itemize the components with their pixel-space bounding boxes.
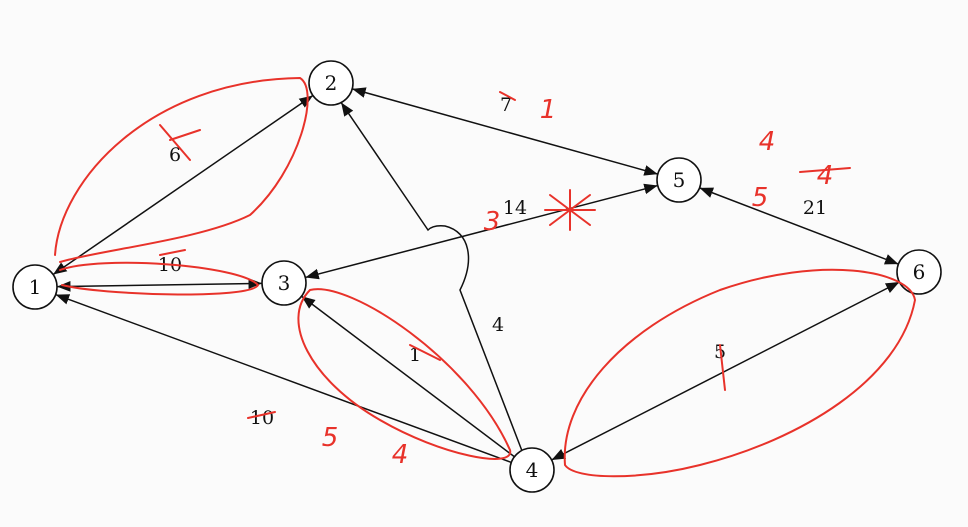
cross-10b [247,411,276,419]
node-circle [896,249,942,295]
edge-4-2 [340,102,523,451]
edge-2-5 [351,87,659,176]
node-label: 1 [29,275,42,299]
edge-6-4 [551,281,900,461]
annotation-text: 5 [752,183,769,213]
loop-3-4 [297,288,512,460]
node-4: 4 [509,447,555,493]
node-2: 2 [308,60,354,106]
node-5: 5 [656,157,702,203]
annotation-text: 1 [540,95,557,125]
node-circle [12,264,58,310]
node-6: 6 [896,249,942,295]
cross-5 [719,344,726,391]
edge-weight-label: 6 [169,144,181,166]
node-circle [261,260,307,306]
loop-1-3 [59,261,260,296]
cross-7 [499,91,516,101]
edge-5-6 [699,187,899,265]
red-annotations: 1 3 4 5 5 4 4 [54,76,917,478]
node-label: 5 [673,168,686,192]
cross-14 [544,189,596,231]
annotation-text: 5 [322,423,339,453]
node-label: 6 [913,260,926,284]
annotation-text: 4 [759,127,776,157]
edge-1-2 [52,94,314,276]
edge-4-3 [301,295,515,458]
cross-6 [159,124,201,161]
edge-weight-label: 7 [500,94,512,116]
annotation-text: 3 [484,207,501,237]
loop-4-6 [563,268,917,478]
edge-4-1 [55,293,512,464]
cross-1 [409,344,441,361]
node-circle [509,447,555,493]
node-1: 1 [12,264,58,310]
edge-weight-label: 4 [492,314,504,336]
node-3: 3 [261,260,307,306]
edge-1-3 [56,278,263,292]
node-label: 2 [325,71,338,95]
annotation-text: 4 [817,161,834,191]
node-circle [308,60,354,106]
edge-weight-label: 14 [503,197,527,219]
edge-5-3 [305,183,658,280]
loop-1-2 [54,76,309,263]
annotation-text: 4 [392,440,409,470]
cross-10 [159,249,186,256]
node-circle [656,157,702,203]
node-label: 3 [278,271,291,295]
cross-21 [799,167,851,173]
edge-weight-label: 10 [250,407,274,429]
edge-weight-label: 21 [803,197,827,219]
node-label: 4 [526,458,539,482]
